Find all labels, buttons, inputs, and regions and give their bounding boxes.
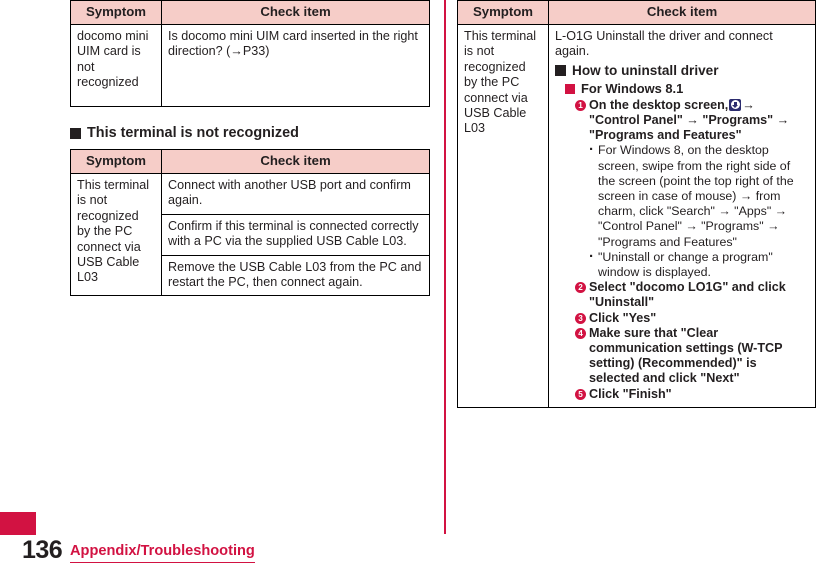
black-square-bullet-icon — [555, 64, 566, 76]
cell-check-item: Connect with another USB port and confir… — [161, 173, 430, 215]
step-text-before-icon: On the desktop screen, — [589, 97, 729, 112]
table-header-row: Symptom Check item — [457, 0, 816, 25]
sub-item: For Windows 8, on the desktop screen, sw… — [587, 142, 809, 249]
cell-check-item: Remove the USB Cable L03 from the PC and… — [161, 254, 430, 297]
column-header-check-item: Check item — [548, 0, 816, 25]
cell-symptom: This terminal is not recognized by the P… — [70, 172, 162, 297]
footer-red-tab — [0, 512, 36, 535]
table-row: Remove the USB Cable L03 from the PC and… — [71, 254, 430, 297]
column-header-symptom: Symptom — [457, 0, 549, 25]
step-text: Make sure that "Clear communication sett… — [589, 325, 783, 386]
step-number-badge: 1 — [575, 99, 586, 111]
step-number-badge: 3 — [575, 312, 586, 324]
table-row: This terminal is not recognized by the P… — [70, 172, 430, 297]
page-number: 136 — [22, 536, 63, 564]
section-heading-terminal-not-recognized: This terminal is not recognized — [70, 124, 430, 142]
heading-how-to-uninstall-label: How to uninstall driver — [572, 62, 719, 78]
left-column: Symptom Check item docomo mini UIM card … — [70, 0, 430, 297]
table-uninstall-driver: Symptom Check item This terminal is not … — [457, 0, 816, 408]
step-text-after-icon: → "Control Panel" → "Programs" → "Progra… — [589, 97, 790, 143]
step-text: Click "Finish" — [589, 386, 672, 401]
table-row: Confirm if this terminal is connected co… — [71, 213, 430, 256]
section-heading-label: This terminal is not recognized — [87, 125, 299, 141]
footer-section-title: Appendix/Troubleshooting — [70, 541, 255, 563]
cell-symptom: This terminal is not recognized by the P… — [457, 24, 549, 408]
step-number-badge: 5 — [575, 388, 586, 400]
step-1-sub-list: For Windows 8, on the desktop screen, sw… — [587, 142, 809, 280]
heading-for-windows: For Windows 8.1 — [565, 81, 809, 97]
column-header-check-item: Check item — [161, 0, 430, 25]
table-uim-not-recognized: Symptom Check item docomo mini UIM card … — [70, 0, 430, 107]
table-header-row: Symptom Check item — [70, 149, 430, 174]
cell-symptom: docomo mini UIM card is not recognized — [70, 24, 162, 107]
column-header-check-item: Check item — [161, 149, 430, 174]
table-row: This terminal is not recognized by the P… — [457, 24, 816, 408]
black-square-bullet-icon — [70, 127, 81, 139]
step-number-badge: 2 — [575, 282, 586, 294]
cell-check-item: L-O1G Uninstall the driver and connect a… — [548, 24, 816, 408]
step-text: Click "Yes" — [589, 310, 657, 325]
sub-item: "Uninstall or change a program" window i… — [587, 249, 809, 280]
column-header-symptom: Symptom — [70, 149, 162, 174]
column-divider — [444, 0, 446, 534]
right-column: Symptom Check item This terminal is not … — [457, 0, 816, 408]
table-row: docomo mini UIM card is not recognized I… — [70, 24, 430, 107]
heading-how-to-uninstall: How to uninstall driver — [555, 62, 809, 79]
step-text: Select "docomo LO1G" and click "Uninstal… — [589, 280, 786, 310]
column-header-symptom: Symptom — [70, 0, 162, 25]
step-number-badge: 4 — [575, 327, 586, 339]
heading-for-windows-label: For Windows 8.1 — [581, 80, 684, 96]
cell-check-item: Is docomo mini UIM card inserted in the … — [161, 24, 430, 107]
red-square-bullet-icon — [565, 83, 575, 94]
lead-text: L-O1G Uninstall the driver and connect a… — [555, 29, 773, 59]
cell-check-item: Confirm if this terminal is connected co… — [161, 213, 430, 256]
windows-control-panel-icon — [729, 98, 742, 111]
table-terminal-not-recognized: Symptom Check item This terminal is not … — [70, 149, 430, 297]
table-header-row: Symptom Check item — [70, 0, 430, 25]
